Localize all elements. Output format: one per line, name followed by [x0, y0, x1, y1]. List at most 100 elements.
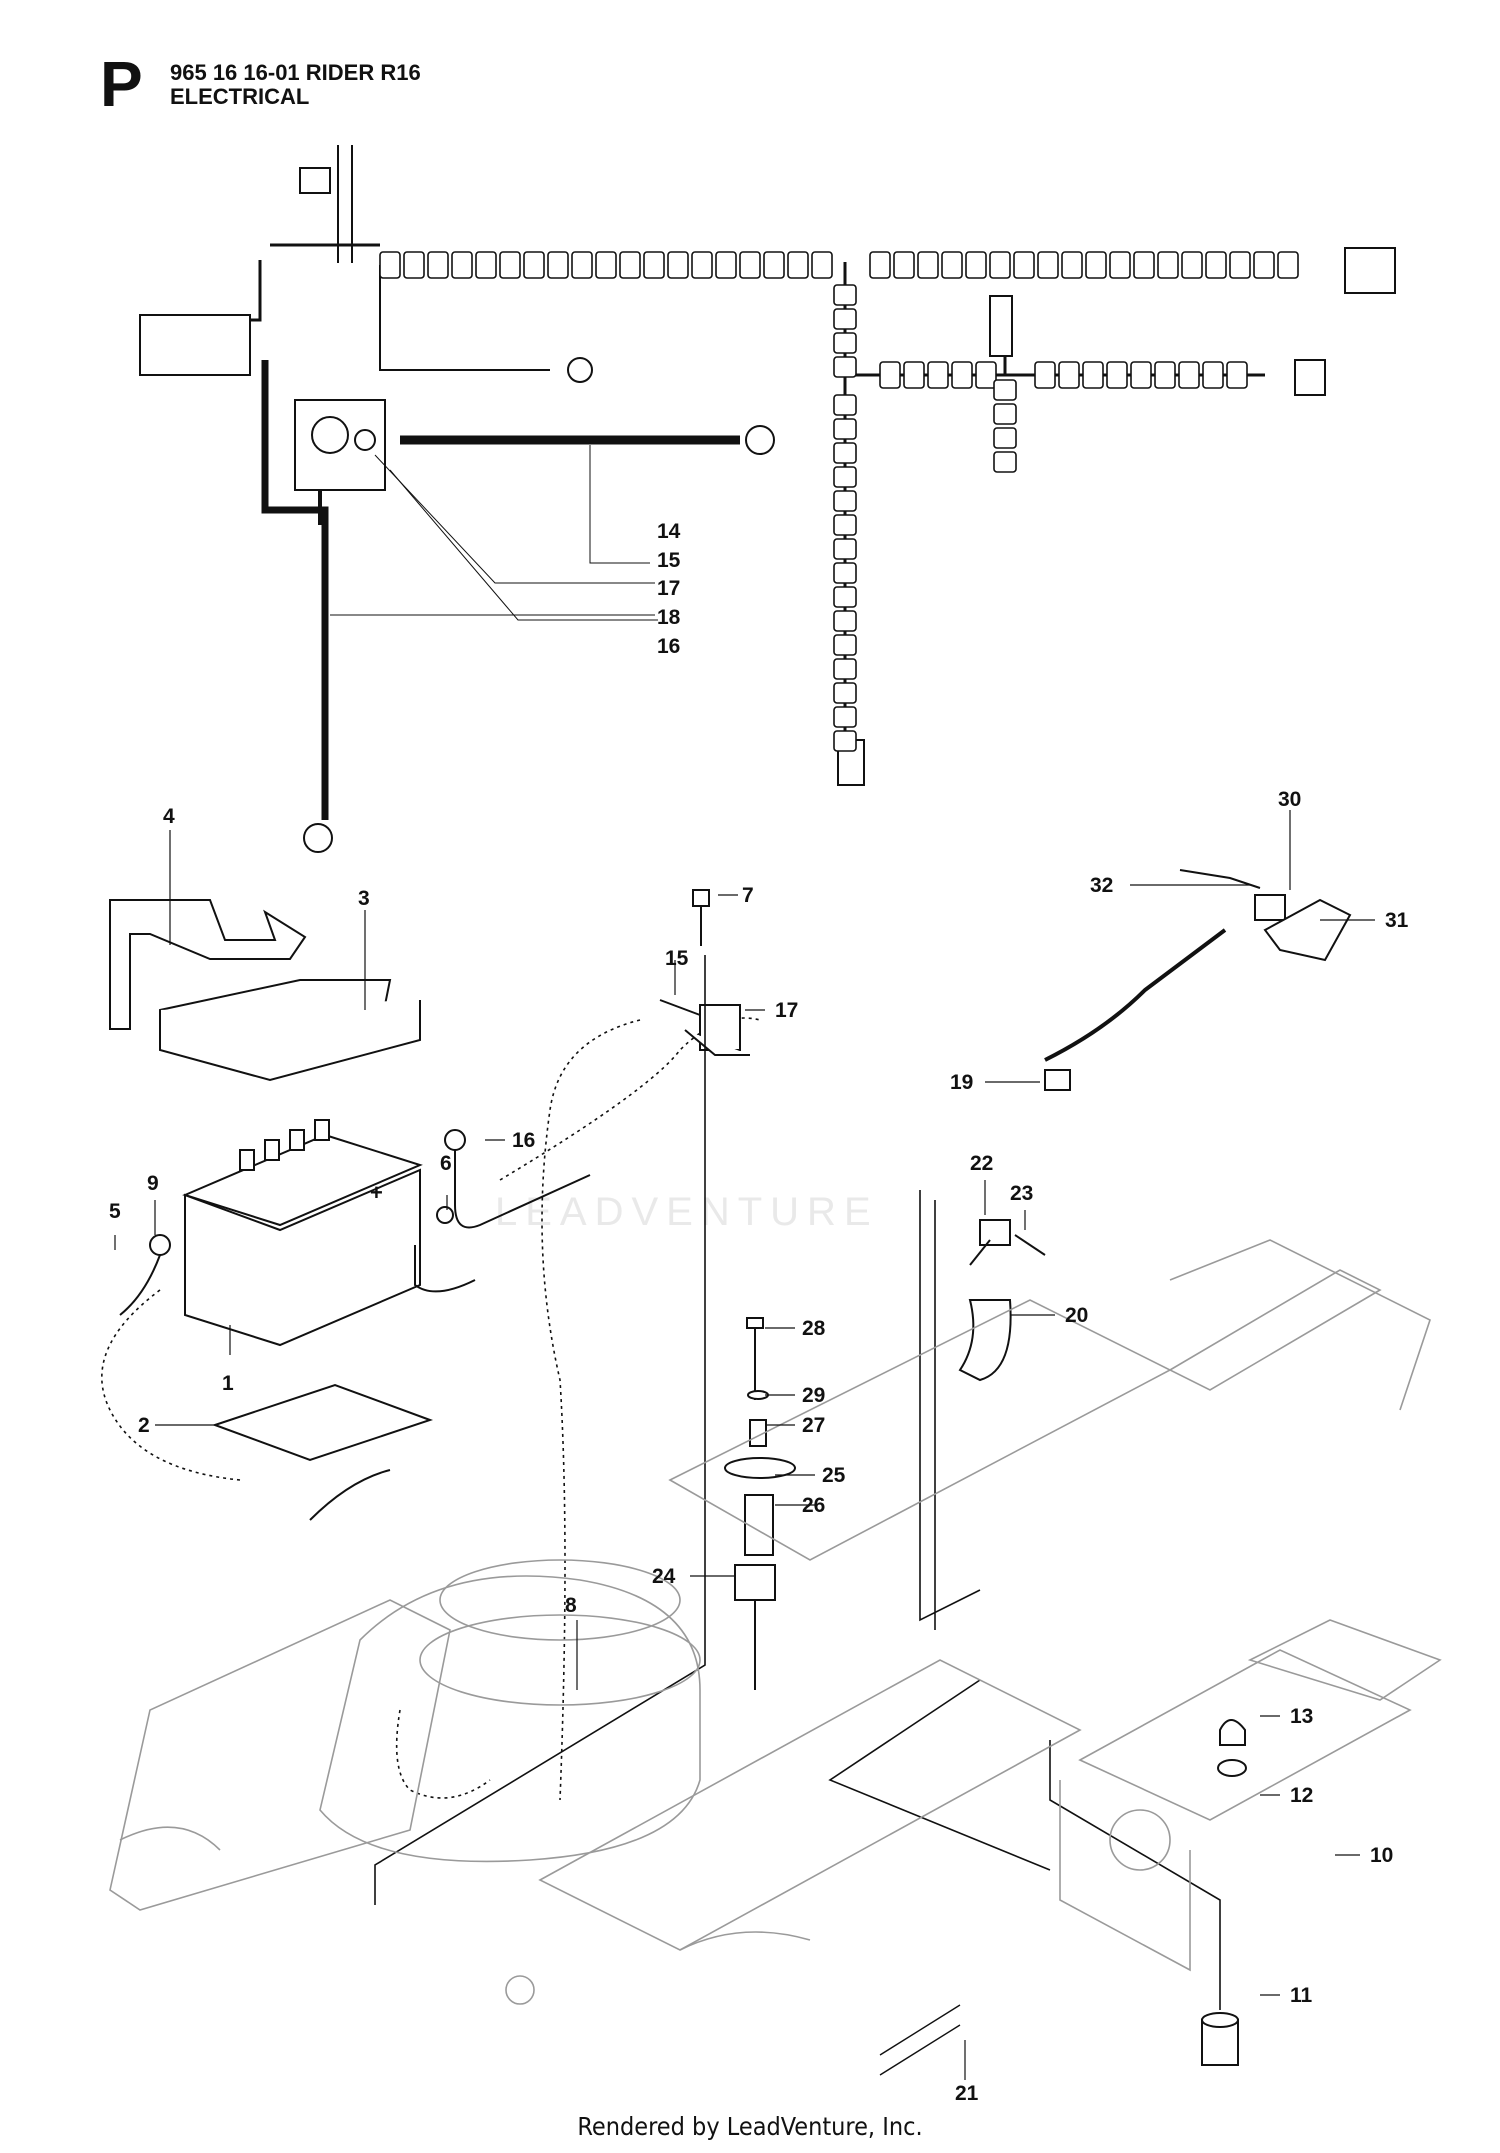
loom-segment — [989, 251, 1011, 279]
loom-segment — [811, 251, 833, 279]
callout-22: 22 — [970, 1152, 993, 1175]
loom-segment — [833, 466, 857, 488]
leader-lines — [114, 810, 1375, 2080]
loom-segment — [1277, 251, 1299, 279]
loom-segment — [1202, 361, 1224, 389]
loom-segment — [1109, 251, 1131, 279]
callout-11: 11 — [1290, 1984, 1313, 2007]
callout-10: 10 — [1370, 1844, 1393, 1867]
callout-14: 14 — [657, 520, 681, 543]
loom-segment — [833, 706, 857, 728]
loom-segment — [833, 610, 857, 632]
loom-segment — [1082, 361, 1104, 389]
model-title: 965 16 16-01 RIDER R16 — [170, 60, 421, 85]
loom-segment — [499, 251, 521, 279]
loom-segment — [917, 251, 939, 279]
loom-segment — [1061, 251, 1083, 279]
loom-segment — [993, 427, 1017, 449]
callout-28: 28 — [802, 1317, 826, 1340]
callout-20: 20 — [1065, 1304, 1088, 1327]
loom-segment — [1154, 361, 1176, 389]
callout-16: 16 — [657, 635, 680, 658]
loom-segment — [833, 538, 857, 560]
loom-segment — [763, 251, 785, 279]
loom-segment — [1133, 251, 1155, 279]
callout-18: 18 — [657, 606, 681, 629]
loom-segment — [571, 251, 593, 279]
callout-26: 26 — [802, 1494, 825, 1517]
loom-segment — [595, 251, 617, 279]
loom-segment — [965, 251, 987, 279]
loom-segment — [951, 361, 973, 389]
loom-segment — [833, 308, 857, 330]
callout-1: 1 — [222, 1372, 234, 1395]
callout-24: 24 — [652, 1565, 676, 1588]
loom-segment — [833, 490, 857, 512]
callout-16b: 16 — [512, 1129, 535, 1152]
loom-segment — [1106, 361, 1128, 389]
loom-segment — [1178, 361, 1200, 389]
loom-segment — [833, 682, 857, 704]
loom-segment — [1226, 361, 1248, 389]
callout-17b: 17 — [775, 999, 798, 1022]
footer-credit: Rendered by LeadVenture, Inc. — [577, 2112, 923, 2141]
loom-segment — [993, 403, 1017, 425]
loom-segment — [1205, 251, 1227, 279]
frame-and-engine-ghost — [109, 1239, 1442, 2005]
routing-dotted — [101, 1017, 761, 1801]
callout-30: 30 — [1278, 788, 1301, 811]
callout-27: 27 — [802, 1414, 825, 1437]
loom-segment — [833, 562, 857, 584]
loom-segment — [879, 361, 901, 389]
loom-segment — [1037, 251, 1059, 279]
loom-segment — [1157, 251, 1179, 279]
callout-17: 17 — [657, 577, 680, 600]
loom-segment — [833, 356, 857, 378]
loom-segment — [691, 251, 713, 279]
loom-segment — [1181, 251, 1203, 279]
loom-segment — [547, 251, 569, 279]
callout-12: 12 — [1290, 1784, 1313, 1807]
callout-32: 32 — [1090, 874, 1113, 897]
loom-segment — [523, 251, 545, 279]
loom-segment — [869, 251, 891, 279]
loom-segment — [833, 658, 857, 680]
loom-segment — [1085, 251, 1107, 279]
section-title: ELECTRICAL — [170, 84, 310, 109]
loom-segment — [451, 251, 473, 279]
loom-segment — [927, 361, 949, 389]
callout-4: 4 — [163, 805, 175, 828]
watermark-text: LEADVENTURE — [495, 1190, 879, 1234]
loom-segment — [379, 251, 401, 279]
callout-8: 8 — [565, 1594, 577, 1617]
loom-segment — [739, 251, 761, 279]
callout-15b: 15 — [665, 947, 689, 970]
callout-5: 5 — [109, 1200, 121, 1223]
loom-segment — [403, 251, 425, 279]
loom-segment — [941, 251, 963, 279]
callout-31: 31 — [1385, 909, 1409, 932]
loom-segment — [833, 586, 857, 608]
loom-segment — [1229, 251, 1251, 279]
callout-7: 7 — [742, 884, 754, 907]
callout-9: 9 — [147, 1172, 159, 1195]
loom-segment — [833, 284, 857, 306]
section-letter: P — [100, 48, 143, 120]
loom-segment — [893, 251, 915, 279]
loom-segment — [833, 514, 857, 536]
callout-23: 23 — [1010, 1182, 1033, 1205]
loom-segment — [1034, 361, 1056, 389]
loom-segment — [787, 251, 809, 279]
loom-segment — [1130, 361, 1152, 389]
callout-numbers: 14 15 17 18 16 4 3 7 15 17 16 6 9 5 1 2 … — [109, 520, 1409, 2105]
wire-loom — [379, 251, 1299, 752]
loom-segment — [1013, 251, 1035, 279]
svg-text:+: + — [370, 1180, 383, 1205]
callout-2: 2 — [138, 1414, 150, 1437]
loom-segment — [833, 394, 857, 416]
loom-segment — [833, 730, 857, 752]
callout-29: 29 — [802, 1384, 825, 1407]
loom-segment — [903, 361, 925, 389]
loom-segment — [993, 451, 1017, 473]
